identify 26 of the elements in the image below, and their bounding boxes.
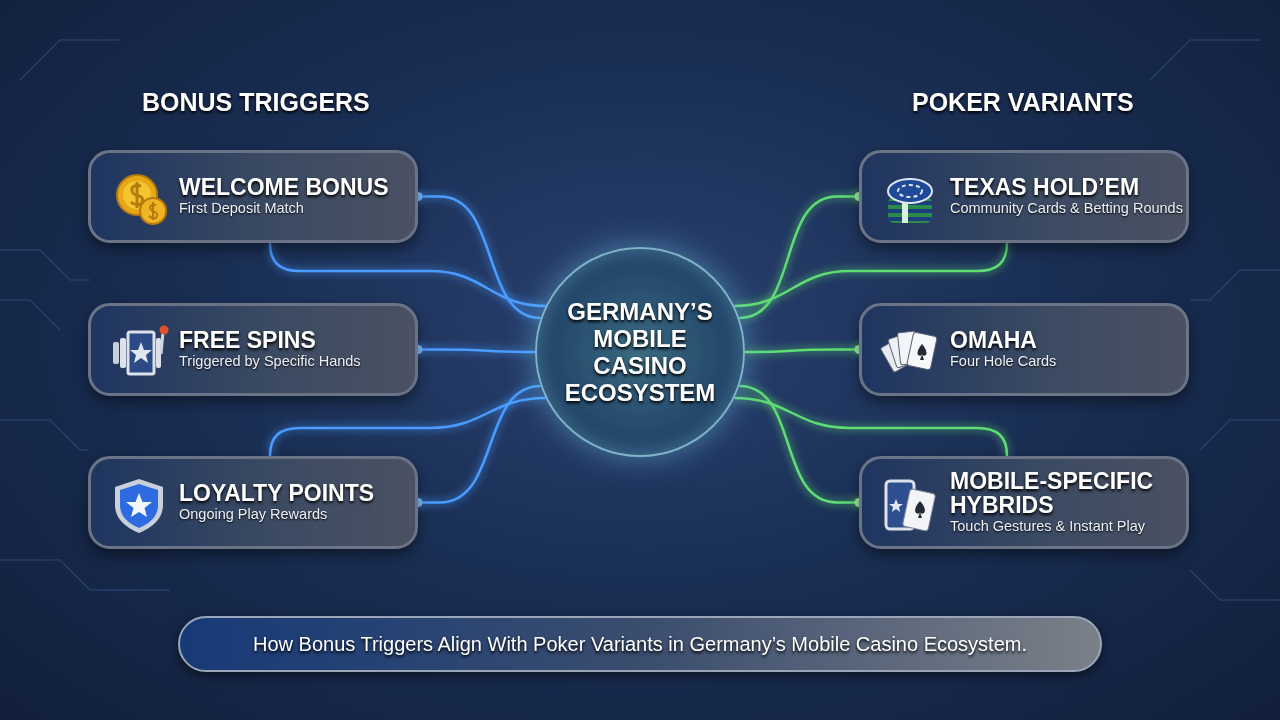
caption-text: How Bonus Triggers Align With Poker Variants in Germany’s Mobile Casino Ecosystem. (253, 632, 1027, 656)
connector-line (734, 396, 1009, 457)
column-heading: POKER VARIANTS (912, 88, 1134, 117)
category-card (859, 456, 1189, 549)
column-heading: BONUS TRIGGERS (142, 88, 370, 117)
connector-line (734, 242, 1009, 308)
card-heading: FREE SPINS (179, 328, 317, 352)
category-card (88, 150, 418, 243)
connector-line (268, 242, 546, 308)
card-heading: WELCOME BONUS (179, 175, 390, 199)
category-card (859, 303, 1189, 396)
card-description: Triggered by Specific Hands (179, 353, 361, 369)
card-description: Touch Gestures & Instant Play (950, 518, 1146, 534)
card-description: Community Cards & Betting Rounds (950, 200, 1183, 216)
card-description: Four Hole Cards (950, 353, 1057, 369)
card-heading: OMAHA (950, 328, 1038, 352)
category-card (88, 303, 418, 396)
card-heading: LOYALTY POINTS (179, 481, 376, 505)
hub-title: GERMANY’S MOBILE CASINO ECOSYSTEM (563, 298, 717, 406)
category-card (859, 150, 1189, 243)
card-heading: TEXAS HOLD’EM (950, 175, 1141, 199)
category-card (88, 456, 418, 549)
card-description: Ongoing Play Rewards (179, 506, 328, 522)
card-description: First Deposit Match (179, 200, 304, 216)
connector-line (268, 396, 546, 457)
card-heading: MOBILE-SPECIFIC HYBRIDS (950, 469, 1155, 517)
